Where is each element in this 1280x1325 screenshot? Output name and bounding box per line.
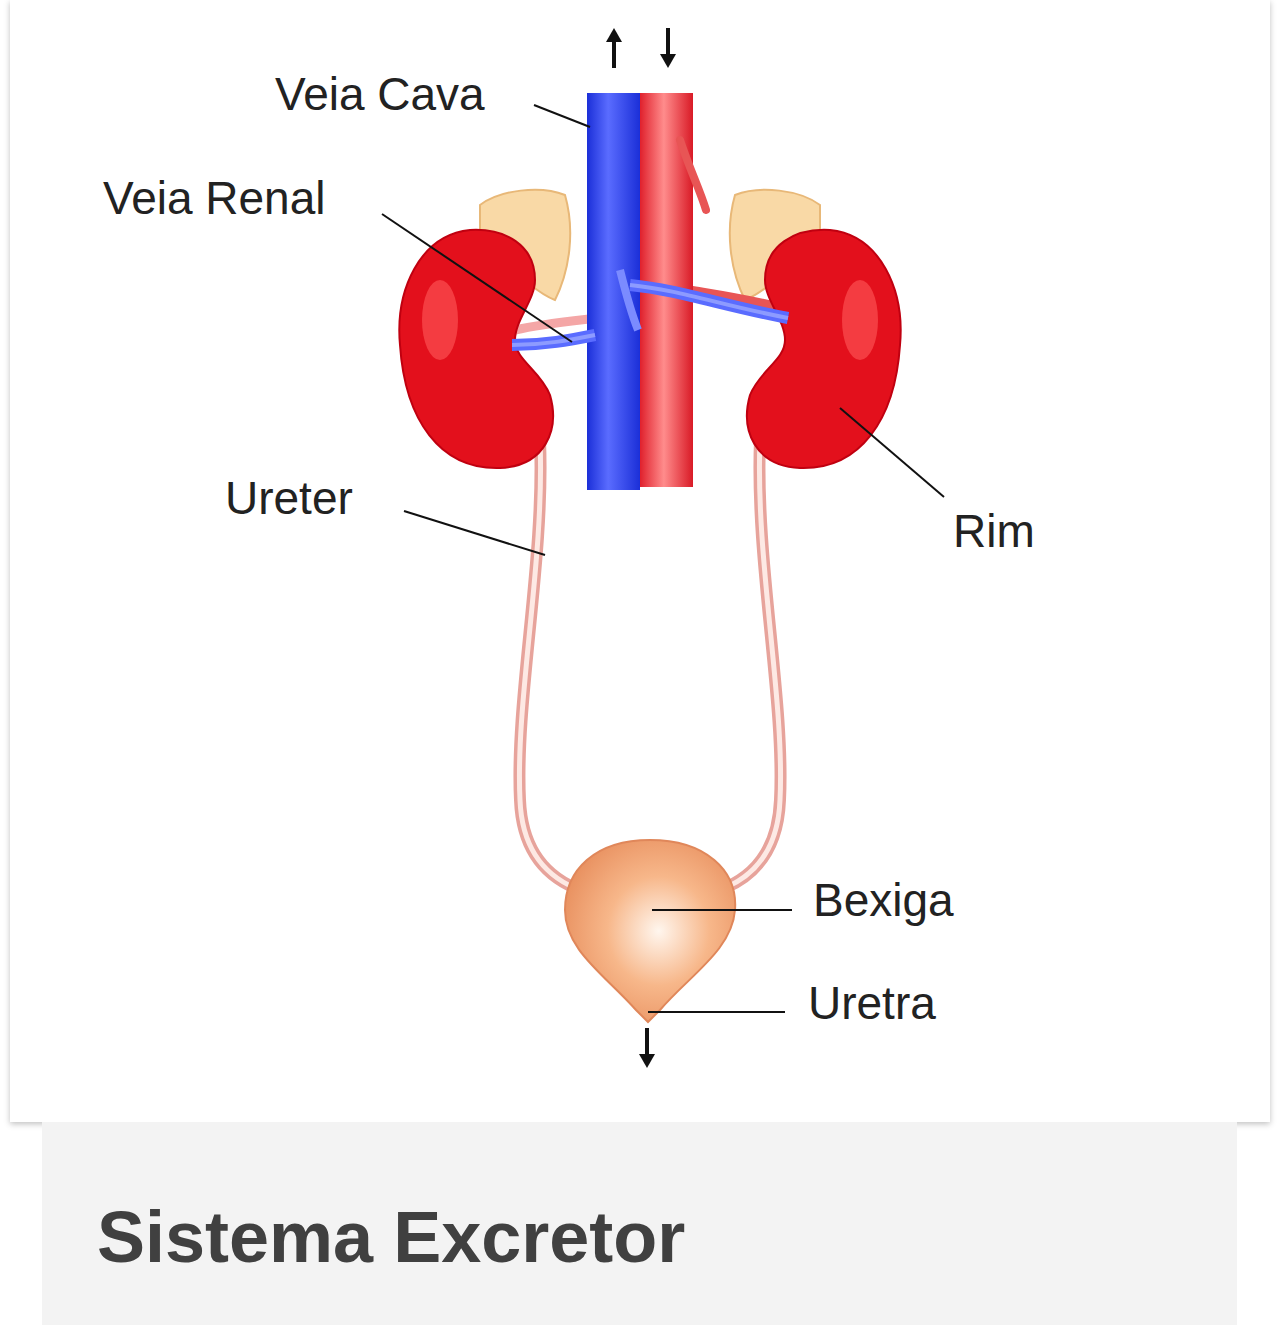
kidney-label: Rim — [953, 505, 1035, 558]
urethra-label: Uretra — [808, 977, 936, 1030]
caption-text: Sistema Excretor — [97, 1196, 685, 1279]
bladder-label: Bexiga — [813, 874, 954, 927]
ureter-label: Ureter — [225, 472, 353, 525]
vein-label: Veia Cava — [275, 68, 485, 121]
vein-label: Veia Renal — [103, 172, 326, 225]
